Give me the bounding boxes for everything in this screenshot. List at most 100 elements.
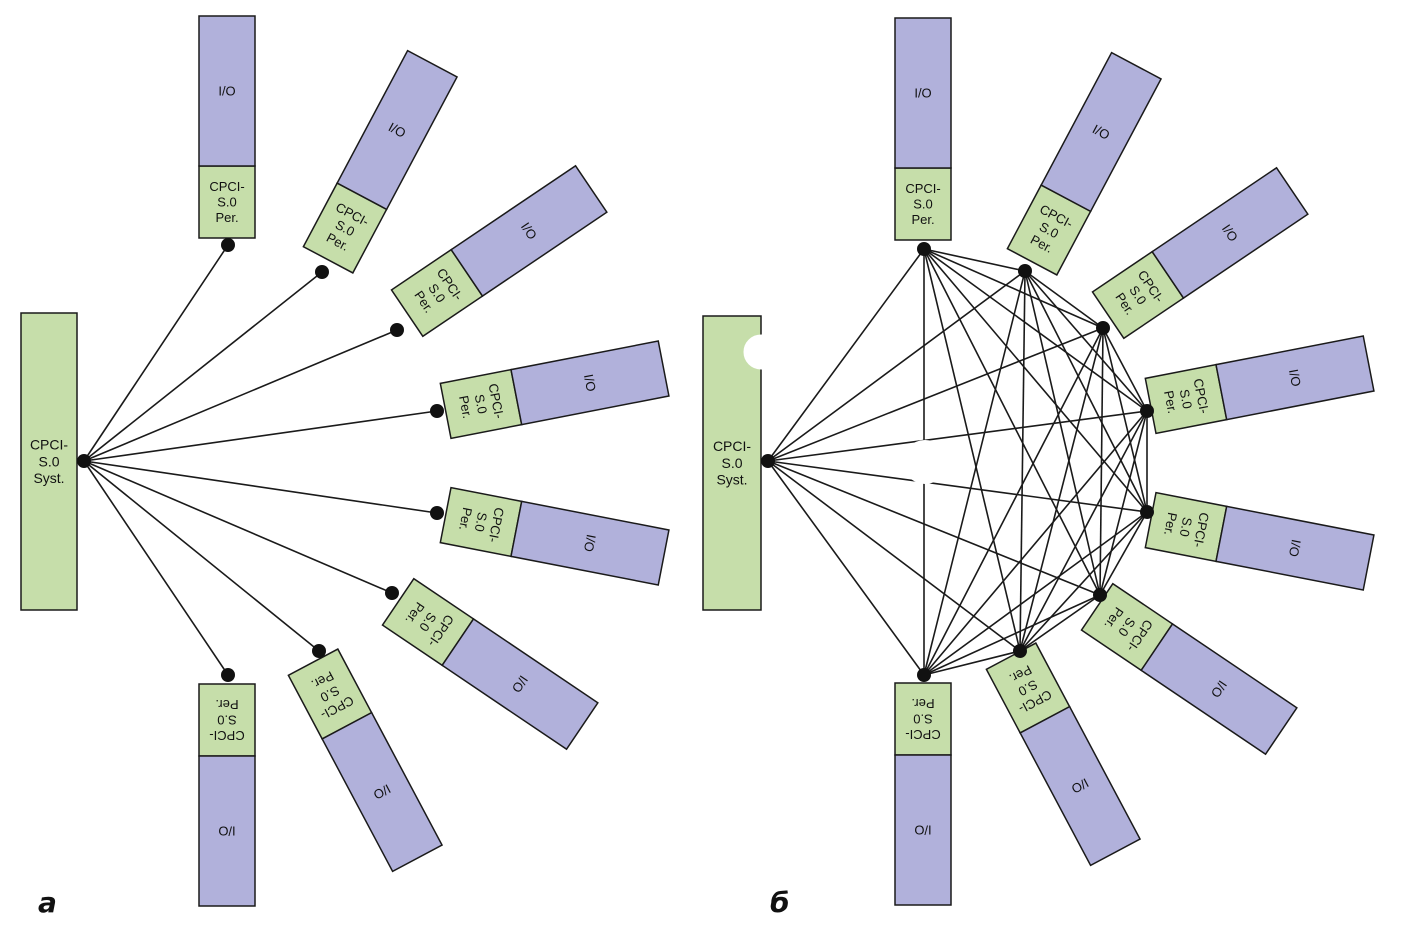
io-module-label: I/O bbox=[386, 119, 408, 140]
io-module bbox=[894, 17, 952, 169]
mesh-link bbox=[923, 594, 1101, 676]
peripheral-card-6: CPCI-S.0Per.I/O bbox=[1080, 582, 1298, 756]
io-module-label: I/O bbox=[1090, 121, 1112, 142]
star-link-4 bbox=[767, 410, 1148, 462]
star-link-7 bbox=[83, 460, 320, 652]
star-link-8 bbox=[83, 460, 229, 676]
mesh-link bbox=[1024, 270, 1148, 412]
io-module bbox=[198, 15, 256, 167]
io-module-label: I/O bbox=[914, 86, 931, 101]
peripheral-board-label: CPCI-S.0Per. bbox=[1098, 599, 1156, 654]
peripheral-board-label: CPCI-S.0Per. bbox=[905, 696, 940, 742]
star-link-2 bbox=[767, 270, 1026, 462]
io-module bbox=[1215, 335, 1375, 421]
mesh-link bbox=[1019, 594, 1101, 652]
star-link-2 bbox=[83, 271, 323, 462]
peripheral-connector-dot-2 bbox=[315, 265, 329, 279]
peripheral-connector-dot-8 bbox=[917, 668, 931, 682]
cpci-system-board bbox=[20, 312, 78, 611]
panel-b-caption: б bbox=[770, 886, 790, 919]
system-connector-dot bbox=[77, 454, 91, 468]
io-module bbox=[510, 500, 670, 586]
star-link-3 bbox=[83, 329, 398, 462]
peripheral-connector-dot-5 bbox=[1140, 505, 1154, 519]
star-link-7 bbox=[767, 460, 1021, 652]
mesh-link bbox=[1019, 511, 1148, 652]
star-link-8 bbox=[767, 460, 925, 676]
peripheral-connector-dot-4 bbox=[1140, 404, 1154, 418]
peripheral-board-label: CPCI-S.0Per. bbox=[1160, 505, 1212, 549]
peripheral-connector-dot-2 bbox=[1018, 264, 1032, 278]
mesh-link bbox=[1024, 270, 1104, 329]
line-crossing-gap bbox=[903, 440, 947, 484]
io-module bbox=[1140, 622, 1298, 756]
peripheral-connector-dot-6 bbox=[1093, 588, 1107, 602]
io-module-label: I/O bbox=[581, 533, 599, 553]
cpci-peripheral-board bbox=[198, 165, 256, 239]
io-module-label: I/O bbox=[1286, 368, 1304, 388]
io-module-label: I/O bbox=[218, 823, 235, 838]
mesh-link bbox=[1099, 327, 1104, 596]
mesh-link bbox=[1024, 270, 1101, 596]
mesh-link bbox=[923, 248, 1101, 596]
star-link-6 bbox=[83, 460, 393, 594]
mesh-link bbox=[923, 270, 1026, 676]
star-link-5 bbox=[83, 460, 438, 514]
system-connector-dot bbox=[761, 454, 775, 468]
peripheral-card-8: CPCI-S.0Per. I/O bbox=[894, 682, 952, 906]
peripheral-board-label: CPCI-S.0Per. bbox=[455, 500, 507, 544]
peripheral-card-7: CPCI-S.0Per.I/O bbox=[985, 642, 1142, 867]
io-module bbox=[1151, 166, 1309, 300]
peripheral-connector-dot-7 bbox=[1013, 644, 1027, 658]
mesh-link bbox=[923, 248, 1021, 652]
io-module-label: I/O bbox=[914, 822, 931, 837]
io-module bbox=[510, 340, 670, 426]
peripheral-connector-dot-8 bbox=[221, 668, 235, 682]
io-module bbox=[441, 617, 599, 751]
bus-lines bbox=[83, 244, 438, 676]
star-link-1 bbox=[767, 248, 925, 462]
peripheral-card-4: CPCI-S.0Per. I/O bbox=[1144, 335, 1375, 435]
peripheral-board-label: CPCI-S.0Per. bbox=[209, 697, 244, 743]
peripheral-board-label: CPCI-S.0Per. bbox=[455, 382, 507, 426]
star-link-5 bbox=[767, 460, 1148, 513]
peripheral-board-label: CPCI-S.0Per. bbox=[1160, 377, 1212, 421]
mesh-link bbox=[923, 410, 1148, 676]
peripheral-card-6: CPCI-S.0Per.I/O bbox=[381, 577, 599, 751]
mesh-link bbox=[923, 248, 1148, 513]
io-module-label: I/O bbox=[218, 84, 235, 99]
peripheral-card-5: CPCI-S.0Per. I/O bbox=[439, 486, 670, 586]
mesh-link bbox=[1102, 327, 1148, 513]
mesh-link bbox=[1019, 270, 1026, 652]
peripheral-connector-dot-3 bbox=[390, 323, 404, 337]
io-module-label: I/O bbox=[1069, 775, 1091, 796]
peripheral-card-7: CPCI-S.0Per.I/O bbox=[287, 648, 444, 873]
io-module bbox=[321, 711, 444, 873]
mesh-link bbox=[1099, 511, 1148, 596]
io-module-label: I/O bbox=[371, 781, 393, 802]
mesh-link bbox=[923, 248, 1104, 329]
peripheral-card-3: CPCI-S.0Per.I/O bbox=[390, 164, 608, 338]
mesh-link bbox=[923, 327, 1104, 676]
cpci-peripheral-board bbox=[894, 682, 952, 756]
io-module bbox=[1040, 51, 1163, 213]
peripheral-connector-dot-1 bbox=[221, 238, 235, 252]
bus-lines bbox=[767, 248, 1148, 676]
mesh-link bbox=[1019, 410, 1148, 652]
peripheral-card-2: CPCI-S.0Per.I/O bbox=[1006, 51, 1163, 276]
peripheral-connector-dot-7 bbox=[312, 644, 326, 658]
peripheral-card-8: CPCI-S.0Per. I/O bbox=[198, 683, 256, 907]
io-module bbox=[1019, 705, 1142, 867]
io-module-label: I/O bbox=[1286, 538, 1304, 558]
peripheral-connector-dot-1 bbox=[917, 242, 931, 256]
peripheral-connector-dot-5 bbox=[430, 506, 444, 520]
